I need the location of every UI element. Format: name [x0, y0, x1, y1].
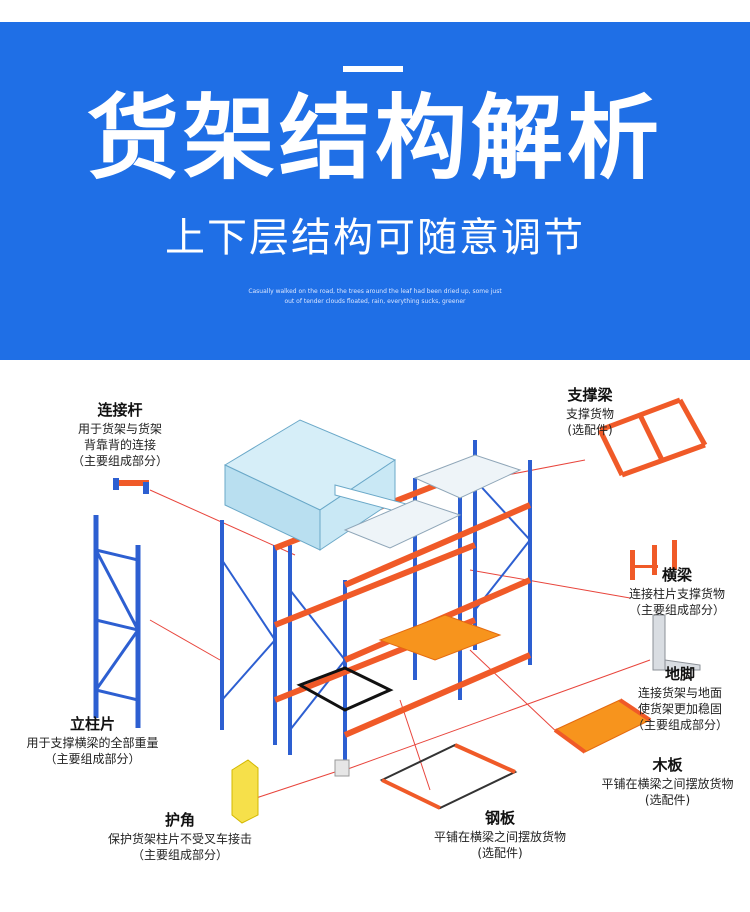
wood-board-title: 木板 [652, 756, 683, 774]
upright-frame-part [93, 515, 141, 728]
beam-desc-1: 连接柱片支撑货物 [628, 587, 725, 601]
beam-part [630, 540, 677, 580]
corner-guard-part [231, 759, 259, 824]
label-beam: 横梁 连接柱片支撑货物 （主要组成部分） [612, 565, 742, 618]
rack-foot [334, 759, 350, 777]
support-beam-title: 支撑梁 [567, 386, 613, 404]
pallet-goods [223, 419, 411, 551]
upright-title: 立柱片 [69, 715, 115, 733]
label-corner-guard: 护角 保护货架柱片不受叉车接击 （主要组成部分） [100, 810, 260, 863]
connector-title: 连接杆 [97, 401, 143, 419]
foot-desc-1: 连接货架与地面 [637, 686, 722, 700]
label-upright: 立柱片 用于支撑横梁的全部重量 （主要组成部分） [5, 714, 180, 767]
support-beam-part [597, 397, 708, 478]
deck-panel [378, 614, 502, 661]
upright-desc-2: （主要组成部分） [44, 752, 141, 766]
foot-part [652, 614, 701, 671]
corner-guard-title: 护角 [164, 811, 195, 829]
rack-structure-diagram [93, 397, 708, 824]
corner-guard-desc-1: 保护货架柱片不受叉车接击 [107, 832, 252, 846]
connector-part [113, 478, 149, 494]
foot-desc-2: 使货架更加稳固 [637, 702, 722, 716]
connector-desc-1: 用于货架与货架 [77, 422, 162, 436]
page-subtitle: 上下层结构可随意调节 [165, 215, 585, 261]
label-support-beam: 支撑梁 支撑货物 (选配件) [530, 385, 650, 438]
wooden-pallets [343, 454, 522, 549]
wood-board-desc-2: (选配件) [644, 793, 691, 807]
tagline-line-2: out of tender clouds floated, rain, ever… [284, 298, 466, 305]
header-dash [343, 66, 403, 72]
foot-title: 地脚 [664, 665, 695, 683]
corner-guard-desc-2: （主要组成部分） [131, 848, 228, 862]
wood-board-part [553, 698, 652, 754]
steel-plate-desc-2: (选配件) [477, 846, 523, 860]
steel-plate-title: 钢板 [484, 809, 515, 827]
connector-desc-2: 背靠背的连接 [83, 438, 156, 452]
beam-title: 横梁 [661, 566, 692, 584]
upright-desc-1: 用于支撑横梁的全部重量 [26, 736, 159, 750]
wire-shelf [296, 666, 394, 712]
foot-desc-3: （主要组成部分） [631, 718, 728, 732]
label-foot: 地脚 连接货架与地面 使货架更加稳固 （主要组成部分） [620, 664, 740, 733]
header-banner [0, 22, 750, 360]
beam-desc-2: （主要组成部分） [628, 603, 725, 617]
steel-plate-desc-1: 平铺在横梁之间摆放货物 [433, 830, 566, 844]
support-beam-desc-1: 支撑货物 [565, 407, 614, 421]
wood-board-desc-1: 平铺在横梁之间摆放货物 [601, 777, 734, 791]
connector-desc-3: （主要组成部分） [71, 454, 168, 468]
tagline-line-1: Casually walked on the road, the trees a… [248, 288, 502, 295]
page-title: 货架结构解析 [86, 85, 663, 192]
label-wood-board: 木板 平铺在横梁之间摆放货物 (选配件) [590, 755, 745, 808]
label-connector: 连接杆 用于货架与货架 背靠背的连接 （主要组成部分） [55, 400, 185, 469]
steel-plate-part [379, 743, 518, 810]
support-beam-desc-2: (选配件) [567, 423, 613, 437]
label-steel-plate: 钢板 平铺在横梁之间摆放货物 (选配件) [420, 808, 580, 861]
